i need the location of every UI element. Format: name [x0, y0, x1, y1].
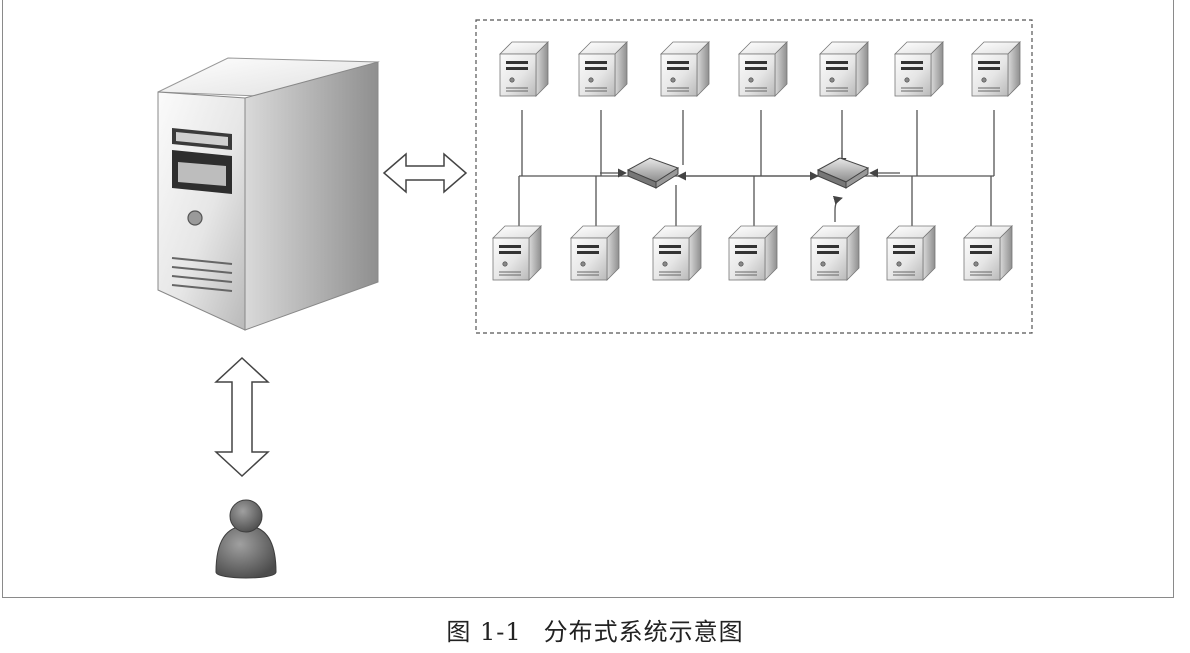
network-switch-icon [816, 157, 870, 189]
cluster-server-icon [738, 41, 788, 97]
user-server-double-arrow [214, 356, 270, 478]
cluster-server-icon [660, 41, 710, 97]
cluster-server-icon [886, 225, 936, 281]
cluster-server-icon [578, 41, 628, 97]
cluster-network-links [518, 110, 995, 226]
figure-number: 图 1-1 [446, 618, 522, 646]
network-switch-icon [626, 157, 680, 189]
cluster-server-icon [819, 41, 869, 97]
figure-caption: 图 1-1 分布式系统示意图 [0, 612, 1190, 647]
distributed-system-diagram [157, 19, 1033, 579]
server-cluster-double-arrow [382, 152, 468, 194]
cluster-server-icon [570, 225, 620, 281]
cluster-server-icon [492, 225, 542, 281]
cluster-server-icon [728, 225, 778, 281]
cluster-server-icon [652, 225, 702, 281]
main-server-icon [157, 57, 380, 331]
cluster-servers [492, 41, 1021, 281]
cluster-server-icon [971, 41, 1021, 97]
figure-title: 分布式系统示意图 [543, 618, 744, 646]
cluster-server-icon [810, 225, 860, 281]
cluster-server-icon [963, 225, 1013, 281]
cluster-server-icon [894, 41, 944, 97]
cluster-server-icon [499, 41, 549, 97]
user-icon [215, 499, 277, 579]
